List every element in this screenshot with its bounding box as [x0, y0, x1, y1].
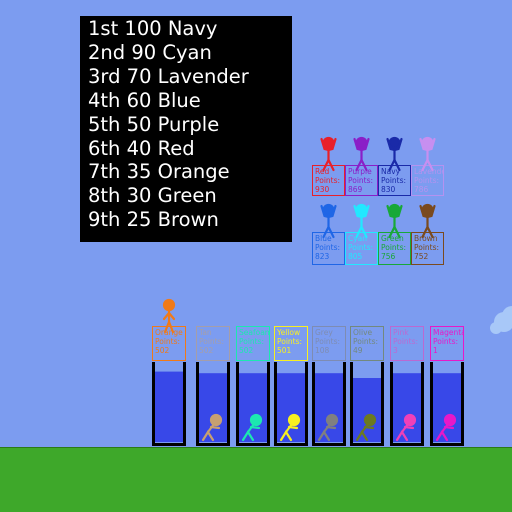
- stickman-pink: [395, 413, 417, 442]
- leaderboard-row: 1st 100 Navy: [88, 17, 218, 40]
- score-card-pink: Pink Points: 3: [390, 326, 424, 361]
- score-card-olive: Olive Points: 49: [350, 326, 384, 361]
- leaderboard-row: 5th 50 Purple: [88, 112, 220, 136]
- tube-magenta: [430, 362, 464, 446]
- stickman-purple: [353, 136, 370, 172]
- score-card-brown: Brown Points: 752: [411, 232, 444, 265]
- score-card-magenta: Magenta Points: 1: [430, 326, 464, 361]
- stickman-red: [320, 136, 337, 172]
- stickman-yellow: [279, 413, 301, 442]
- score-card-lavender: Lavender Points: 786: [411, 165, 444, 196]
- score-card-tan: Tan Points: 502: [196, 326, 230, 361]
- stickman-magenta: [435, 413, 457, 442]
- tube-grey: [312, 362, 346, 446]
- stickman-green: [386, 203, 403, 239]
- leaderboard-row: 8th 30 Green: [88, 184, 217, 208]
- tube-tan: [196, 362, 230, 446]
- tube-seafoam: [236, 362, 270, 446]
- score-card-yellow: Yellow Points: 501: [274, 326, 308, 361]
- score-card-purple: Purple Points: 869: [345, 165, 378, 196]
- stickman-orange: [162, 298, 176, 334]
- stickman-lavender: [419, 136, 436, 172]
- score-card-navy: Navy Points: 830: [378, 165, 411, 196]
- leaderboard-row: 2nd 90 Cyan: [88, 40, 212, 64]
- figures-layer: [162, 136, 457, 442]
- tube-pink: [390, 362, 424, 446]
- score-card-orange: Orange Points: 502: [152, 326, 186, 361]
- leaderboard-row: 7th 35 Orange: [88, 160, 230, 184]
- stickman-blue: [320, 203, 337, 239]
- leaderboard-row: 4th 60 Blue: [88, 88, 201, 112]
- score-card-red: Red Points: 930: [312, 165, 345, 196]
- score-card-blue: Blue Points: 823: [312, 232, 345, 265]
- score-card-seafoam: Seafoam Points: 502: [236, 326, 270, 361]
- leaderboard-panel: 1st 100 Navy 2nd 90 Cyan 3rd 70 Lavender…: [80, 16, 292, 242]
- stickman-brown: [419, 203, 436, 239]
- cloud: [490, 306, 512, 334]
- score-card-grey: Grey Points: 108: [312, 326, 346, 361]
- stickman-seafoam: [241, 413, 263, 442]
- tube-orange: [152, 362, 186, 446]
- tube-yellow: [274, 362, 308, 446]
- stickman-cyan: [353, 203, 370, 239]
- leaderboard-row: 9th 25 Brown: [88, 208, 219, 232]
- stickman-grey: [317, 413, 339, 442]
- score-card-green: Green Points: 756: [378, 232, 411, 265]
- score-card-cyan: Cyan Points: 805: [345, 232, 378, 265]
- stickman-navy: [386, 136, 403, 172]
- tubes-layer: [152, 362, 464, 446]
- leaderboard-row: 3rd 70 Lavender: [88, 64, 249, 88]
- tube-olive: [350, 362, 384, 446]
- ground: [0, 447, 512, 512]
- leaderboard-row: 6th 40 Red: [88, 136, 195, 160]
- stickman-olive: [355, 413, 377, 442]
- stickman-tan: [201, 413, 223, 442]
